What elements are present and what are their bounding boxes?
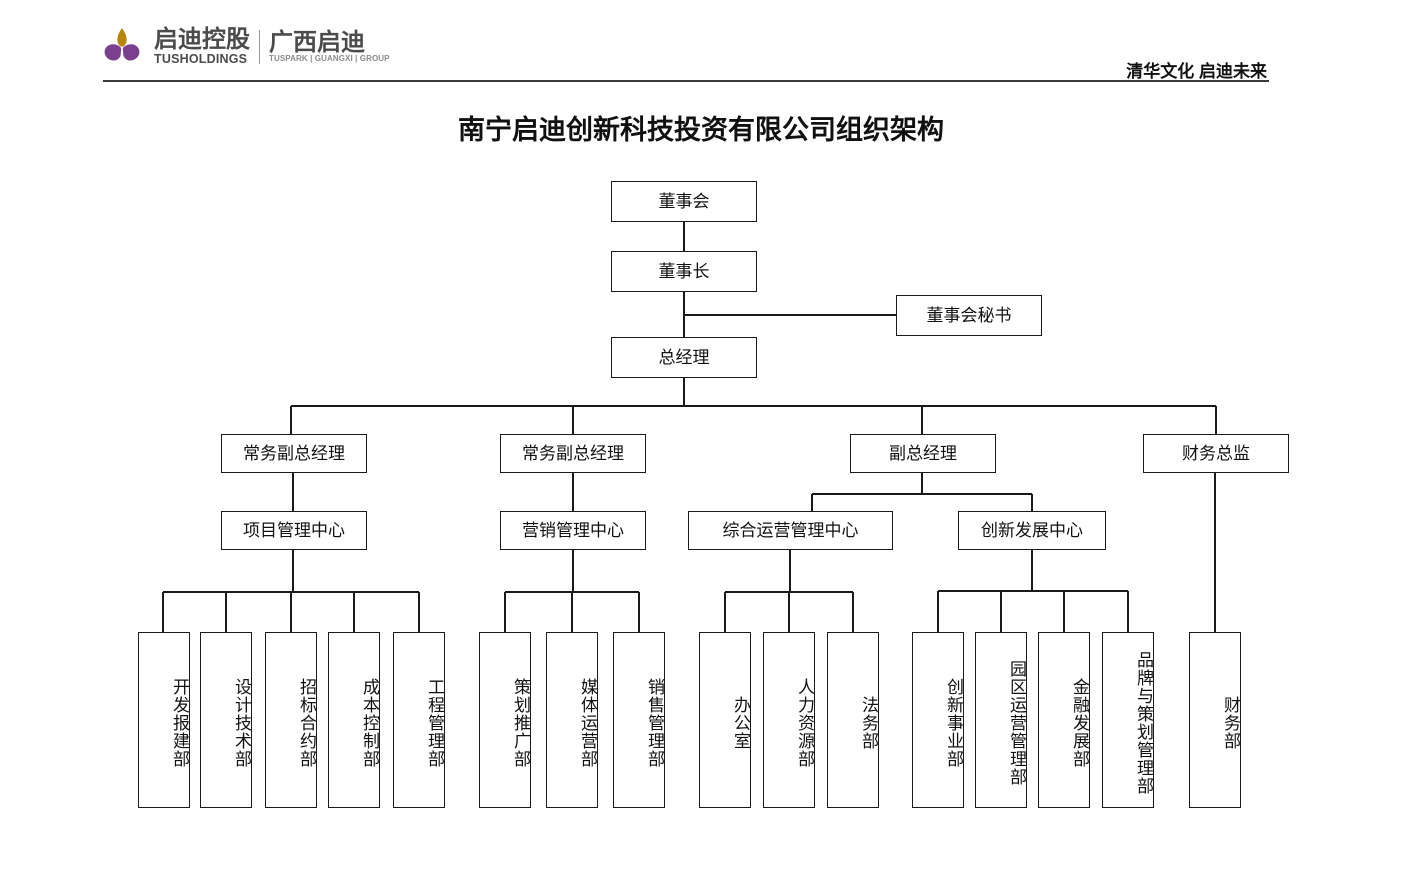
logo-secondary-block: 广西启迪 TUSPARK | GUANGXI | GROUP	[269, 28, 390, 66]
logo-wordmark: 启迪控股 TUSHOLDINGS 广西启迪 TUSPARK | GUANGXI …	[154, 26, 390, 66]
logo-cn-primary: 启迪控股	[154, 26, 250, 54]
node-dept-design[interactable]: 设计技术部	[200, 632, 252, 808]
company-logo: 启迪控股 TUSHOLDINGS 广西启迪 TUSPARK | GUANGXI …	[100, 22, 390, 72]
logo-en-primary: TUSHOLDINGS	[154, 51, 248, 66]
node-dept-innovation-biz[interactable]: 创新事业部	[912, 632, 964, 808]
node-dept-engineering[interactable]: 工程管理部	[393, 632, 445, 808]
node-cfo[interactable]: 财务总监	[1143, 434, 1289, 473]
header-slogan: 清华文化 启迪未来	[1126, 62, 1267, 81]
node-center-operations[interactable]: 综合运营管理中心	[688, 511, 893, 550]
node-exec-vp-2[interactable]: 常务副总经理	[500, 434, 646, 473]
node-general-manager[interactable]: 总经理	[611, 337, 757, 378]
node-dept-tender[interactable]: 招标合约部	[265, 632, 317, 808]
logo-primary-block: 启迪控股 TUSHOLDINGS	[154, 26, 250, 66]
node-dept-finance[interactable]: 财务部	[1189, 632, 1241, 808]
node-board[interactable]: 董事会	[611, 181, 757, 222]
node-dept-brand[interactable]: 品牌与策划管理部	[1102, 632, 1154, 808]
node-dept-hr[interactable]: 人力资源部	[763, 632, 815, 808]
node-dept-park-ops[interactable]: 园区运营管理部	[975, 632, 1027, 808]
tusholdings-flower-logo	[100, 25, 144, 69]
node-dept-legal[interactable]: 法务部	[827, 632, 879, 808]
page-title: 南宁启迪创新科技投资有限公司组织架构	[458, 115, 944, 145]
node-dept-cost[interactable]: 成本控制部	[328, 632, 380, 808]
node-chairman[interactable]: 董事长	[611, 251, 757, 292]
node-board-secretary[interactable]: 董事会秘书	[896, 295, 1042, 336]
logo-cn-secondary: 广西启迪	[269, 28, 365, 56]
node-dept-sales[interactable]: 销售管理部	[613, 632, 665, 808]
node-dept-finance-dev[interactable]: 金融发展部	[1038, 632, 1090, 808]
node-center-innovation[interactable]: 创新发展中心	[958, 511, 1106, 550]
node-center-marketing[interactable]: 营销管理中心	[500, 511, 646, 550]
node-dept-media[interactable]: 媒体运营部	[546, 632, 598, 808]
node-dept-office[interactable]: 办公室	[699, 632, 751, 808]
node-dept-planning-promo[interactable]: 策划推广部	[479, 632, 531, 808]
node-exec-vp-1[interactable]: 常务副总经理	[221, 434, 367, 473]
logo-divider	[259, 30, 260, 64]
node-center-project[interactable]: 项目管理中心	[221, 511, 367, 550]
logo-en-secondary: TUSPARK | GUANGXI | GROUP	[269, 54, 390, 64]
node-dept-development[interactable]: 开发报建部	[138, 632, 190, 808]
header-divider-rule	[103, 80, 1269, 82]
node-vice-gm[interactable]: 副总经理	[850, 434, 996, 473]
